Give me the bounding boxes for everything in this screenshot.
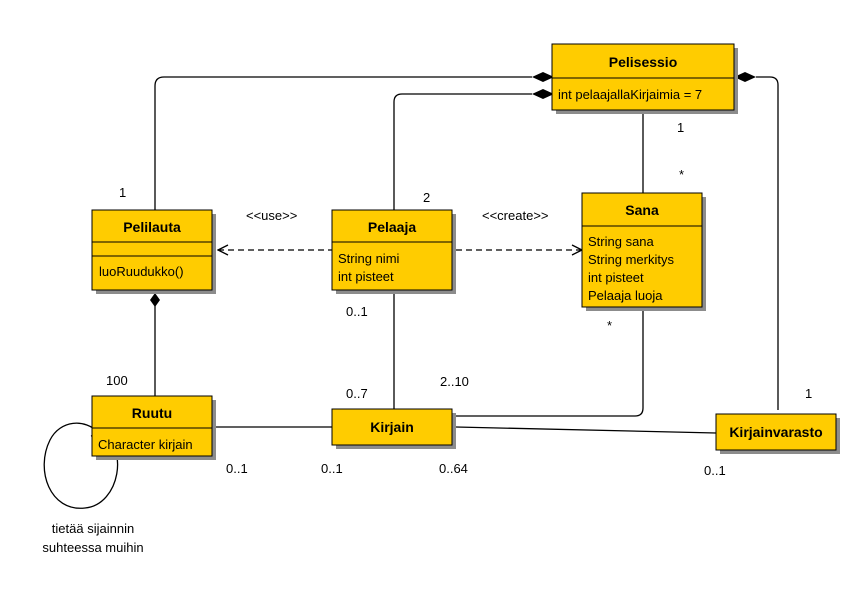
class-attribute: int pisteet <box>588 270 644 285</box>
assoc-sana-kirjain <box>456 310 644 417</box>
class-sana[interactable]: Sana String sana String merkitys int pis… <box>581 192 706 311</box>
class-pelisessio[interactable]: Pelisessio int pelaajallaKirjaimia = 7 <box>551 43 738 114</box>
self-assoc-ruutu <box>43 422 119 509</box>
class-method: luoRuudukko() <box>99 264 184 279</box>
class-pelilauta[interactable]: Pelilauta luoRuudukko() <box>91 209 216 294</box>
composition-diamond <box>532 89 554 99</box>
multiplicity: 100 <box>106 373 128 388</box>
class-name: Kirjain <box>370 419 414 435</box>
multiplicity: 0..7 <box>346 386 368 401</box>
class-ruutu[interactable]: Ruutu Character kirjain <box>91 395 216 460</box>
class-name: Pelisessio <box>609 54 678 70</box>
class-name: Pelaaja <box>368 219 416 235</box>
assoc-varasto-pelisessio <box>756 76 779 410</box>
class-attribute: int pelaajallaKirjaimia = 7 <box>558 87 702 102</box>
multiplicity: 2..10 <box>440 374 469 389</box>
multiplicity: 0..1 <box>704 463 726 478</box>
class-attribute: Character kirjain <box>98 437 193 452</box>
assoc-pelaaja-pelisessio <box>393 93 532 210</box>
stereotype-create-label: <<create>> <box>482 208 549 223</box>
class-attribute: String merkitys <box>588 252 674 267</box>
class-name: Pelilauta <box>123 219 181 235</box>
class-pelaaja[interactable]: Pelaaja String nimi int pisteet <box>331 209 456 294</box>
note-line: suhteessa muihin <box>42 540 143 555</box>
note-line: tietää sijainnin <box>52 521 134 536</box>
multiplicity: 0..1 <box>346 304 368 319</box>
class-attribute: String nimi <box>338 251 400 266</box>
multiplicity: 1 <box>677 120 684 135</box>
class-kirjainvarasto[interactable]: Kirjainvarasto <box>715 413 840 454</box>
stereotype-use-label: <<use>> <box>246 208 297 223</box>
class-attribute: int pisteet <box>338 269 394 284</box>
class-name: Sana <box>625 202 659 218</box>
multiplicity: 2 <box>423 190 430 205</box>
class-name: Ruutu <box>132 405 172 421</box>
multiplicity: * <box>607 318 612 333</box>
assoc-pelilauta-pelisessio <box>154 76 532 210</box>
multiplicity: 0..64 <box>439 461 468 476</box>
class-name: Kirjainvarasto <box>729 424 822 440</box>
assoc-kirjain-varasto <box>455 426 717 434</box>
composition-diamond <box>150 293 160 307</box>
multiplicity: 1 <box>805 386 812 401</box>
class-attribute: String sana <box>588 234 655 249</box>
multiplicity: * <box>679 167 684 182</box>
class-attribute: Pelaaja luoja <box>588 288 663 303</box>
class-kirjain[interactable]: Kirjain <box>331 408 456 449</box>
multiplicity: 0..1 <box>226 461 248 476</box>
multiplicity: 1 <box>119 185 126 200</box>
composition-diamond <box>734 72 756 82</box>
composition-diamond <box>532 72 554 82</box>
multiplicity: 0..1 <box>321 461 343 476</box>
